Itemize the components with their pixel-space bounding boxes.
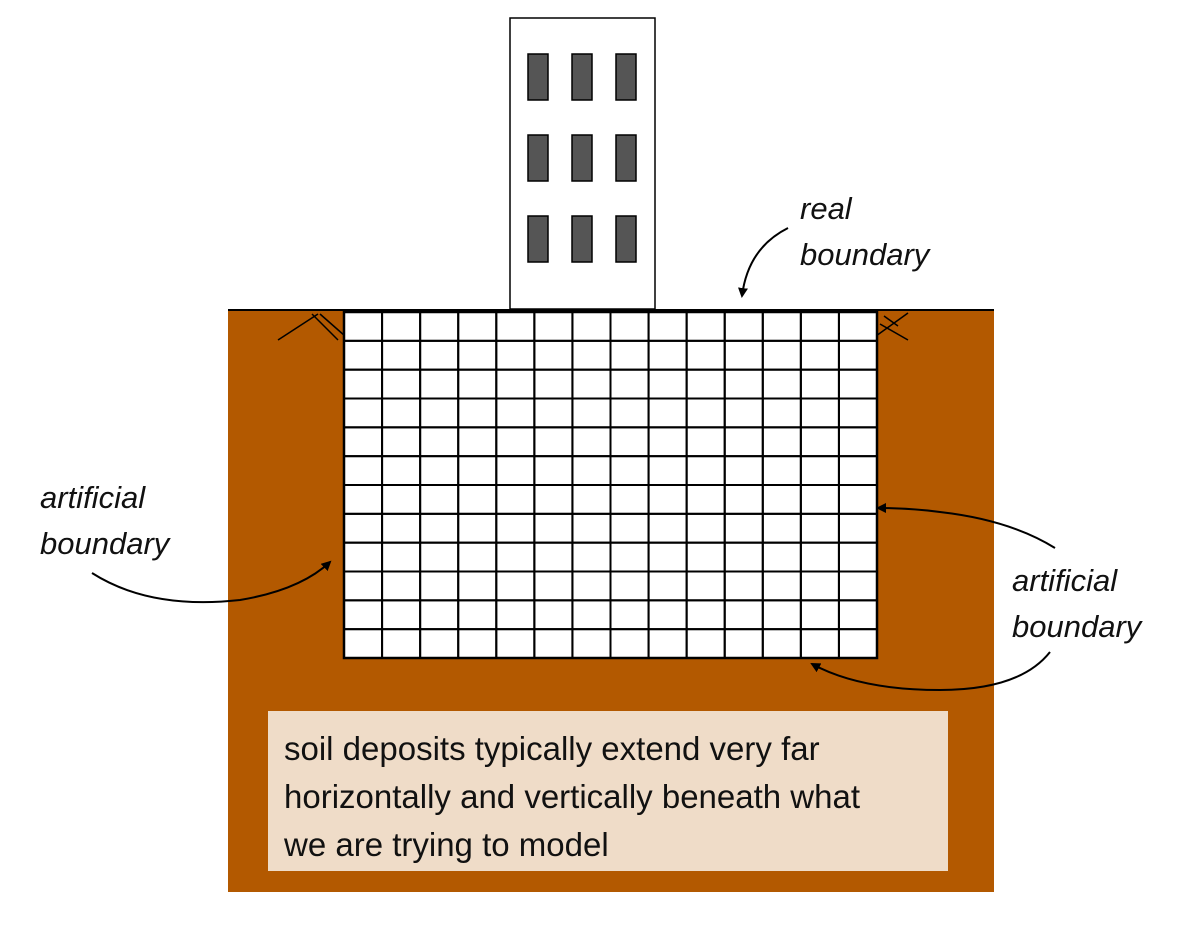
- window-icon: [571, 215, 593, 263]
- window-icon: [615, 53, 637, 101]
- window-icon: [527, 215, 549, 263]
- window-icon: [527, 53, 549, 101]
- note-line: soil deposits typically extend very far: [284, 730, 820, 767]
- note-line: horizontally and vertically beneath what: [284, 778, 861, 815]
- window-icon: [571, 53, 593, 101]
- ground-hatch-left: [277, 313, 346, 341]
- artificial-boundary-right-lower-arrow: [810, 651, 1051, 692]
- artificial-boundary-right-label: artificial boundary: [1012, 563, 1142, 644]
- artificial-boundary-right-upper-arrow: [876, 503, 1056, 549]
- soil-deposit-note: soil deposits typically extend very far …: [268, 711, 948, 871]
- note-line: we are trying to model: [284, 826, 609, 863]
- mesh-element: [837, 628, 879, 660]
- window-icon: [615, 134, 637, 182]
- building-icon: [509, 17, 656, 310]
- real-boundary-arrow: [738, 227, 789, 298]
- window-icon: [571, 134, 593, 182]
- real-boundary-label: real boundary: [800, 191, 930, 272]
- building-windows: [527, 53, 637, 263]
- finite-element-mesh: [342, 310, 879, 660]
- artificial-boundary-left-label: artificial boundary: [40, 480, 170, 561]
- ground-hatch-right: [875, 312, 909, 341]
- artificial-boundary-left-arrow: [91, 560, 332, 604]
- window-icon: [615, 215, 637, 263]
- window-icon: [527, 134, 549, 182]
